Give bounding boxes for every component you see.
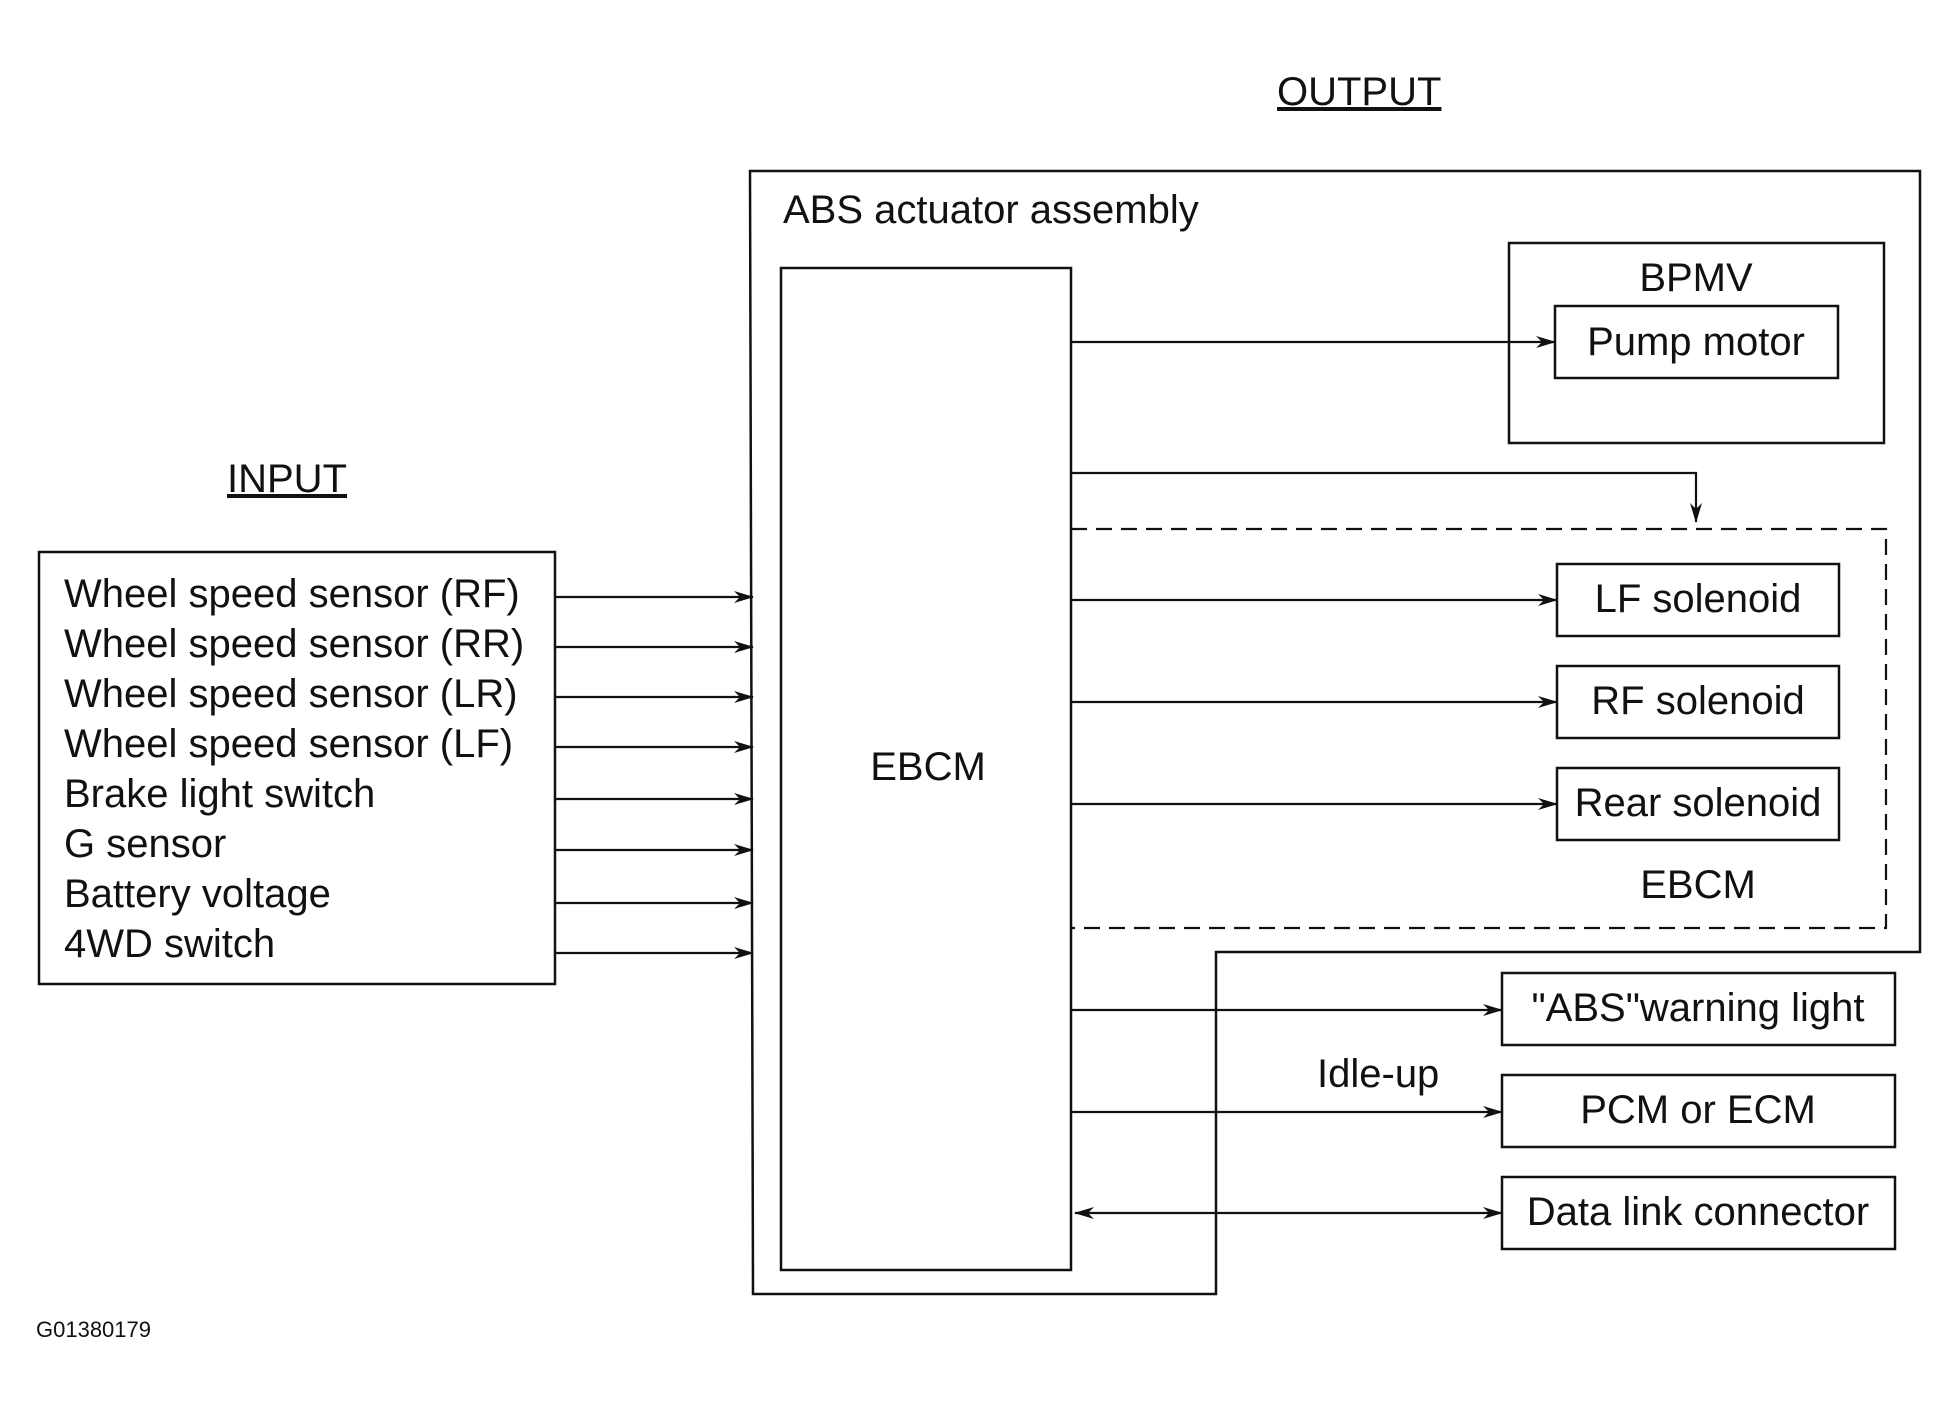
pump-motor-label: Pump motor bbox=[1587, 320, 1805, 364]
figure-id: G01380179 bbox=[36, 1317, 151, 1342]
input-arrows bbox=[555, 591, 754, 959]
input-brake-light-switch: Brake light switch bbox=[64, 772, 375, 816]
abs-actuator-assembly-outline bbox=[748, 169, 1922, 1296]
solenoid-group-label: EBCM bbox=[1640, 863, 1756, 907]
output-heading: OUTPUT bbox=[1277, 70, 1441, 114]
input-box bbox=[37, 550, 557, 986]
input-wheel-speed-lf: Wheel speed sensor (LF) bbox=[64, 722, 513, 766]
input-4wd-switch: 4WD switch bbox=[64, 922, 275, 966]
pcm-ecm-box bbox=[1500, 1073, 1897, 1149]
data-link-connector-box bbox=[1500, 1175, 1897, 1251]
input-battery-voltage: Battery voltage bbox=[64, 872, 331, 916]
input-heading: INPUT bbox=[227, 457, 347, 501]
output-arrows bbox=[1071, 336, 1702, 1219]
abs-warning-light-box bbox=[1500, 971, 1897, 1047]
abs-assembly-label: ABS actuator assembly bbox=[783, 188, 1199, 232]
pcm-ecm-label: PCM or ECM bbox=[1580, 1088, 1816, 1132]
ebcm-label: EBCM bbox=[870, 745, 986, 789]
bpmv-label: BPMV bbox=[1639, 256, 1753, 300]
input-wheel-speed-rr: Wheel speed sensor (RR) bbox=[64, 622, 524, 666]
input-wheel-speed-rf: Wheel speed sensor (RF) bbox=[64, 572, 520, 616]
lf-solenoid-label: LF solenoid bbox=[1595, 577, 1802, 621]
solenoid-group-outline bbox=[1071, 527, 1888, 930]
rf-solenoid-label: RF solenoid bbox=[1591, 679, 1804, 723]
data-link-connector-label: Data link connector bbox=[1527, 1190, 1869, 1234]
input-wheel-speed-lr: Wheel speed sensor (LR) bbox=[64, 672, 518, 716]
ebcm-block bbox=[779, 266, 1073, 1272]
input-g-sensor: G sensor bbox=[64, 822, 226, 866]
rear-solenoid-label: Rear solenoid bbox=[1575, 781, 1822, 825]
abs-warning-light-label: "ABS"warning light bbox=[1531, 986, 1864, 1030]
idle-up-label: Idle-up bbox=[1317, 1052, 1439, 1096]
